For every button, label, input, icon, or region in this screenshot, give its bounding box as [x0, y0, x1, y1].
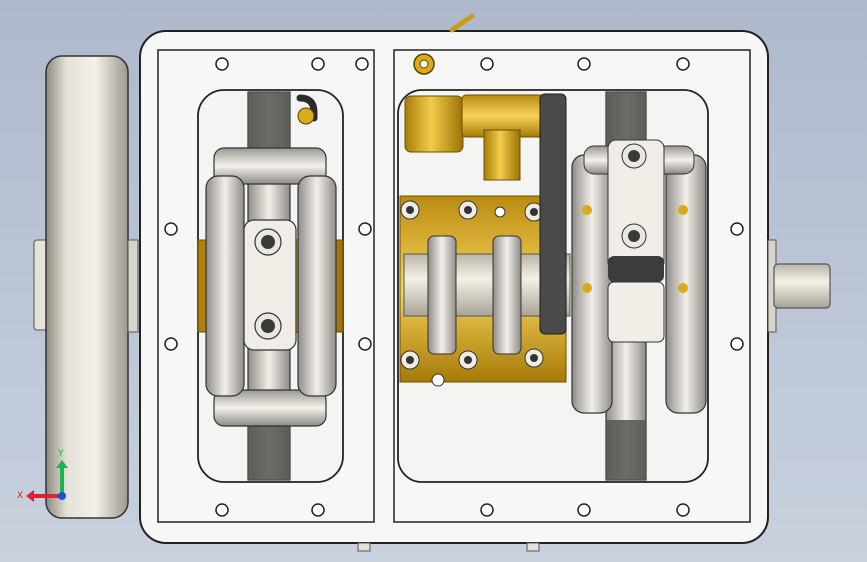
output-shaft[interactable]: [767, 239, 831, 333]
left-bay-crank-assembly[interactable]: [197, 89, 344, 483]
frame-holes: [164, 57, 744, 517]
right-bay-crank-assembly[interactable]: [397, 13, 709, 483]
coordinate-triad-icon: X Y: [17, 449, 68, 502]
flywheel[interactable]: [33, 55, 139, 519]
x-axis-label: X: [17, 491, 23, 501]
y-axis-label: Y: [57, 449, 64, 459]
